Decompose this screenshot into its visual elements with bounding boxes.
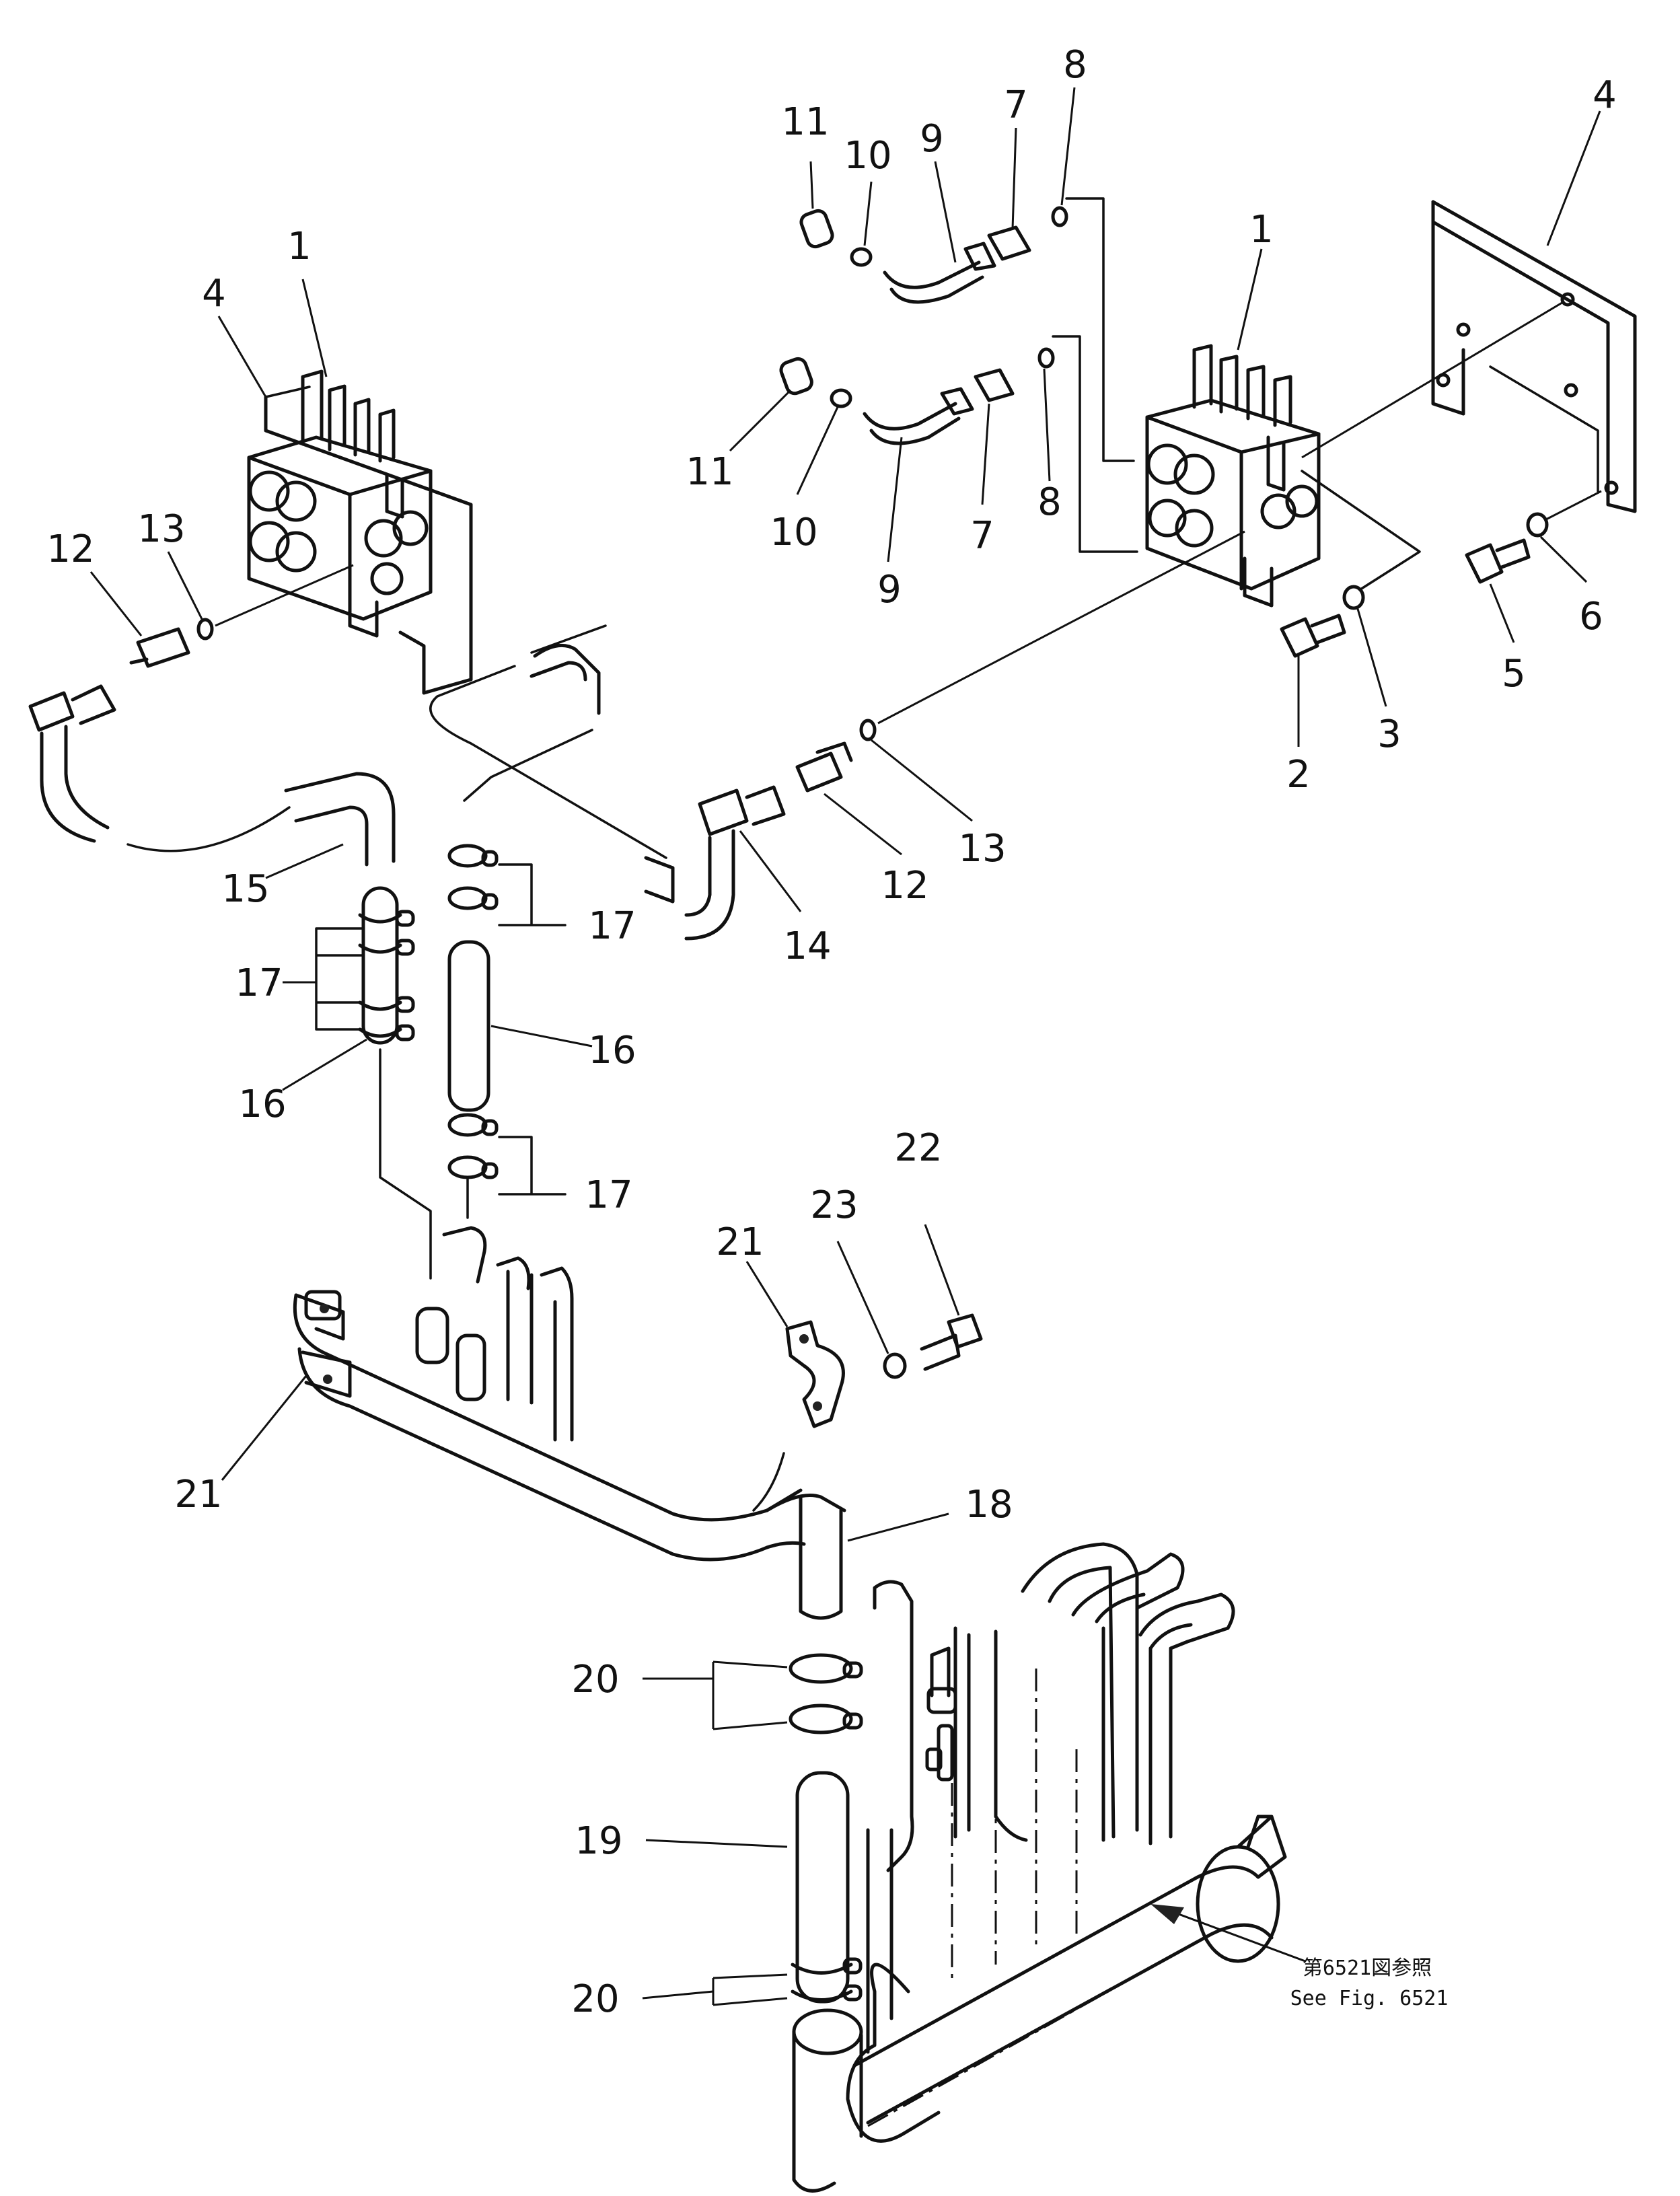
callout-21-right: 21 xyxy=(716,1220,764,1264)
left-hose-with-clamps xyxy=(315,886,432,1280)
callout-12-center: 12 xyxy=(881,864,928,908)
reference-note-english: See Fig. 6521 xyxy=(1290,1987,1449,2010)
callout-4-right: 4 xyxy=(1593,73,1617,117)
callout-10-middle: 10 xyxy=(770,511,817,554)
callout-13-left: 13 xyxy=(137,507,185,551)
leader-lines xyxy=(89,87,1601,2006)
callout-7-middle: 7 xyxy=(970,514,994,558)
callout-2: 2 xyxy=(1286,753,1311,797)
callout-19: 19 xyxy=(575,1819,622,1863)
callout-16-left: 16 xyxy=(238,1083,286,1126)
callout-15: 15 xyxy=(221,867,269,911)
callout-21-left: 21 xyxy=(174,1473,222,1516)
callout-17-center-bottom: 17 xyxy=(585,1173,632,1217)
callout-23: 23 xyxy=(810,1183,858,1227)
reference-note: 第6521図参照 See Fig. 6521 xyxy=(1290,1956,1449,2010)
callout-20-bottom: 20 xyxy=(571,1977,619,2021)
callout-9-top: 9 xyxy=(920,117,944,161)
upper-tube-assembly xyxy=(799,197,1135,462)
lower-hose-with-clamps xyxy=(789,1653,863,2004)
callout-18: 18 xyxy=(965,1483,1013,1527)
callout-20-top: 20 xyxy=(571,1658,619,1701)
left-control-valve xyxy=(247,369,473,695)
callout-8-top: 8 xyxy=(1063,43,1087,87)
left-fitting-set xyxy=(28,564,396,867)
right-mounting-plate xyxy=(1301,200,1637,513)
callout-1-right: 1 xyxy=(1249,208,1274,252)
callout-17-center-top: 17 xyxy=(588,904,636,948)
right-clamp-bracket xyxy=(785,1313,983,1428)
center-hose-with-clamps xyxy=(447,844,567,1219)
callout-3: 3 xyxy=(1377,712,1401,756)
bolts-and-washers xyxy=(1280,470,1602,658)
callout-6: 6 xyxy=(1579,595,1603,638)
callout-9-middle: 9 xyxy=(877,568,902,612)
center-fitting-set xyxy=(429,530,1245,941)
callout-13-center: 13 xyxy=(958,827,1006,871)
callout-17-left: 17 xyxy=(235,961,283,1005)
callout-numbers: 1 4 13 12 15 17 16 21 11 10 9 7 8 11 10 … xyxy=(46,43,1616,2021)
right-control-valve xyxy=(1145,344,1321,608)
callout-22: 22 xyxy=(894,1126,942,1170)
middle-tube-assembly xyxy=(779,335,1138,553)
reference-note-japanese: 第6521図参照 xyxy=(1303,1956,1432,1980)
callout-12-left: 12 xyxy=(46,527,94,571)
callout-10-top: 10 xyxy=(844,134,891,178)
callout-1-left: 1 xyxy=(287,225,312,268)
callout-7-top: 7 xyxy=(1004,83,1028,127)
callout-11-top: 11 xyxy=(781,100,829,144)
callout-8-middle: 8 xyxy=(1037,480,1062,524)
callout-11-middle: 11 xyxy=(686,450,733,494)
return-pipe xyxy=(293,1226,846,1620)
callout-5: 5 xyxy=(1502,652,1526,696)
callout-14: 14 xyxy=(783,924,831,968)
callout-16-center: 16 xyxy=(588,1029,636,1072)
lower-manifold xyxy=(792,1542,1306,2193)
callout-4-left: 4 xyxy=(202,272,226,316)
